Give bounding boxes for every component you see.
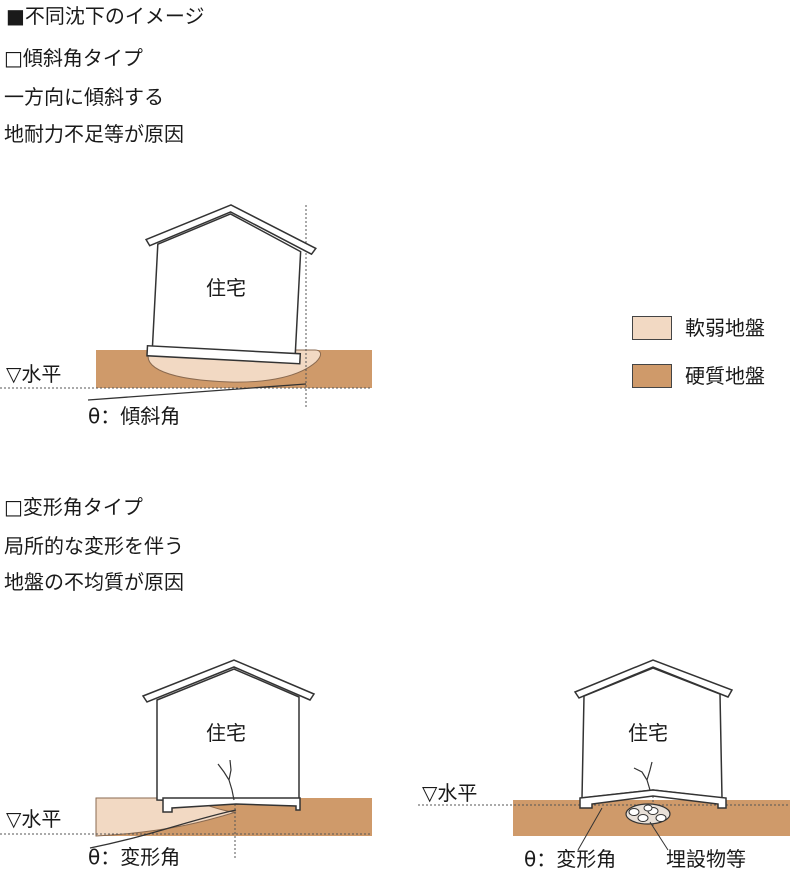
legend-label-hard-ground: 硬質地盤: [685, 364, 765, 388]
deform-desc-line2: 地盤の不均質が原因: [4, 570, 184, 594]
deform-left-house-roof: [141, 659, 316, 703]
tilt-house-wall: [151, 213, 302, 357]
tilt-house-roof: [144, 204, 317, 256]
deform-right-house-roof: [573, 659, 734, 699]
buried-object: [625, 803, 671, 825]
tilt-house-label: 住宅: [206, 276, 246, 300]
deform-left-diagram: 住宅 ▽水平 θ：変形角: [0, 659, 372, 869]
legend-swatch-soft-ground: [632, 316, 672, 340]
deform-left-crack: [217, 759, 235, 801]
tilt-house-foundation: [146, 344, 302, 365]
deform-right-diagram: 住宅 ▽水平 θ：変形角 埋設物等: [418, 659, 790, 871]
deform-right-angle-leader: [577, 807, 603, 851]
legend-label-soft-ground: 軟弱地盤: [685, 316, 765, 340]
legend-swatch-hard-ground: [632, 364, 672, 388]
tilt-diagram: 住宅 ▽水平 θ：傾斜角: [0, 204, 372, 428]
tilt-desc-line2: 地耐力不足等が原因: [4, 122, 184, 146]
buried-object-label: 埋設物等: [666, 847, 746, 871]
page-title: ■不同沈下のイメージ: [6, 4, 205, 28]
tilt-house: [144, 204, 317, 365]
deform-heading: □変形角タイプ: [4, 495, 143, 519]
deform-right-angle-label: θ：変形角: [524, 847, 616, 871]
tilt-angle-label: θ：傾斜角: [88, 404, 180, 428]
deform-left-house-foundation: [162, 797, 301, 813]
deform-left-angle-line: [89, 809, 237, 849]
deform-left-horizontal-label: ▽水平: [6, 807, 61, 831]
deform-right-house-label: 住宅: [628, 721, 668, 745]
buried-object-leader: [649, 821, 669, 851]
tilt-desc-line1: 一方向に傾斜する: [4, 85, 164, 109]
tilt-horizontal-label: ▽水平: [6, 362, 61, 386]
deform-left-angle-label: θ：変形角: [88, 845, 180, 869]
tilt-angle-line: [87, 383, 307, 401]
deform-left-house-label: 住宅: [206, 721, 246, 745]
deform-right-crack: [633, 761, 653, 791]
deform-right-horizontal-label: ▽水平: [422, 781, 477, 805]
deform-right-house-foundation: [579, 789, 727, 809]
tilt-heading: □傾斜角タイプ: [4, 46, 143, 70]
deform-desc-line1: 局所的な変形を伴う: [4, 534, 184, 558]
